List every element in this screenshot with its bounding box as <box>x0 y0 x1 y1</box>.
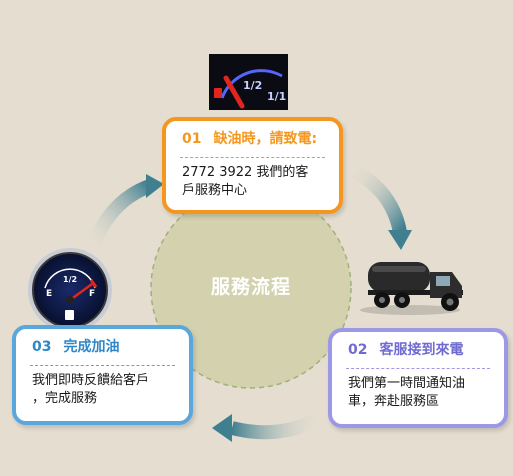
flow-arrow-1-to-2 <box>348 163 412 250</box>
step-title: 完成加油 <box>63 339 120 355</box>
fuel-gauge-icon: E 1/2 F <box>28 248 112 332</box>
gauge-left-label-f: F <box>89 289 95 299</box>
step-description: 2772 3922 我們的客 戶服務中心 <box>166 158 339 200</box>
gauge-top-label-half: 1/2 <box>243 79 262 92</box>
center-title: 服務流程 <box>210 276 291 298</box>
step-divider <box>180 157 325 158</box>
step-card-03: 03 完成加油 我們即時反饋給客戶 ，完成服務 <box>12 325 193 425</box>
step-card-02-header: 02 客服接到來電 <box>332 332 504 368</box>
step-title: 客服接到來電 <box>379 342 464 358</box>
step-divider <box>30 365 175 366</box>
flow-arrow-3-to-1 <box>85 174 164 251</box>
tanker-truck-icon <box>360 262 463 315</box>
step-card-01: 01 缺油時，請致電: 2772 3922 我們的客 戶服務中心 <box>162 117 343 214</box>
step-line: 我們即時反饋給客戶 <box>32 373 150 388</box>
step-line: 戶服務中心 <box>182 183 248 198</box>
step-description: 我們即時反饋給客戶 ，完成服務 <box>16 366 189 408</box>
step-line: 我們第一時間通知油 <box>348 376 466 391</box>
step-line: 2772 3922 我們的客 <box>182 165 309 180</box>
gauge-top-label-full: 1/1 <box>267 90 286 103</box>
step-divider <box>346 368 490 369</box>
step-description: 我們第一時間通知油 車，奔赴服務區 <box>332 369 504 411</box>
step-card-02: 02 客服接到來電 我們第一時間通知油 車，奔赴服務區 <box>328 328 508 428</box>
fuel-gauge-empty-icon: 1/2 1/1 <box>209 54 288 110</box>
step-card-01-header: 01 缺油時，請致電: <box>166 121 339 157</box>
flow-arrow-2-to-3 <box>212 411 324 442</box>
step-line: 車，奔赴服務區 <box>348 394 440 409</box>
gauge-left-label-e: E <box>46 289 52 299</box>
step-title: 缺油時，請致電: <box>213 131 318 147</box>
gauge-left-label-half: 1/2 <box>63 275 77 284</box>
step-number: 03 <box>32 339 52 355</box>
step-number: 01 <box>182 131 202 147</box>
step-card-03-header: 03 完成加油 <box>16 329 189 365</box>
step-number: 02 <box>348 342 368 358</box>
step-line: ，完成服務 <box>32 391 98 406</box>
